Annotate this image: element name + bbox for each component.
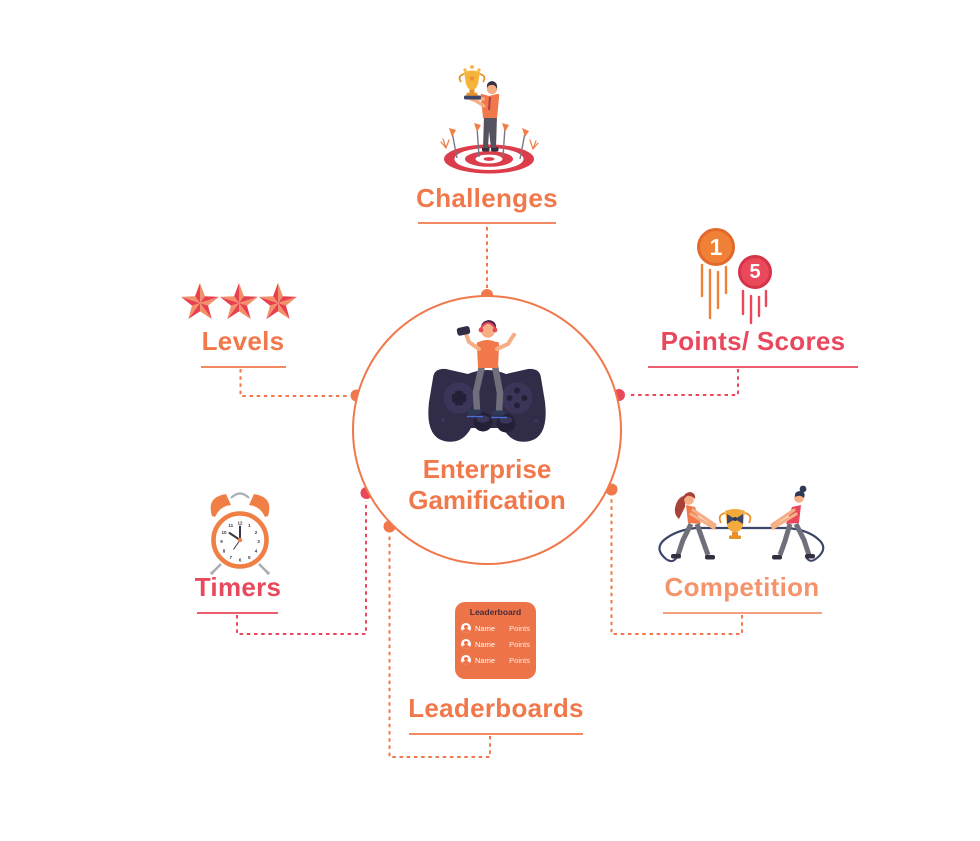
label-challenges: Challenges	[416, 183, 558, 213]
leaderboard-card-title: Leaderboard	[469, 607, 522, 617]
clock-number: 7	[230, 555, 233, 560]
leaderboard-row-name: Name	[475, 639, 496, 649]
clock-number: 2	[255, 530, 258, 535]
clock-number: 10	[221, 530, 227, 535]
star-icon	[219, 283, 259, 320]
clock-number: 3	[257, 539, 260, 544]
leaderboard-row-points: Points	[509, 655, 530, 665]
clock-number: 8	[223, 549, 226, 554]
point-badge-5: 5	[738, 255, 772, 289]
connector-levels	[201, 366, 363, 402]
competition-trophy-icon	[718, 509, 752, 539]
gamer-person	[456, 320, 517, 419]
label-levels: Levels	[201, 326, 285, 356]
sprigs	[440, 138, 539, 150]
clock-number: 12	[237, 521, 243, 526]
star-icon	[258, 283, 298, 320]
levels-stars	[180, 283, 298, 320]
competition-person-right	[770, 485, 815, 560]
leaderboard-row: Name Points	[461, 636, 530, 652]
target-icon	[444, 144, 534, 174]
competition-person-left	[671, 492, 717, 560]
clock-number: 6	[239, 558, 242, 563]
label-points-scores: Points/ Scores	[660, 326, 846, 356]
arrow-fletchings	[449, 123, 529, 137]
hub-title: Enterprise Gamification	[337, 454, 637, 516]
leaderboard-row-name: Name	[475, 623, 496, 633]
clock-number: 9	[220, 539, 223, 544]
handheld-controller-icon	[456, 326, 471, 336]
connector-leaderboards	[383, 520, 583, 758]
clock-number: 5	[248, 555, 251, 560]
label-timers: Timers	[194, 572, 282, 602]
clock-number: 1	[248, 523, 251, 528]
point-badge-5-value: 5	[749, 260, 761, 283]
connector-points-scores	[613, 366, 858, 401]
star-icon	[180, 283, 220, 320]
leaderboard-card: Leaderboard Name Points Name Points Name…	[455, 602, 536, 679]
gamepad-icon	[428, 368, 546, 442]
rope	[658, 526, 825, 560]
label-leaderboards: Leaderboards	[408, 693, 584, 723]
clock-number: 4	[255, 549, 258, 554]
clock-icon: 12 1 2 3 4 5 6 7 8 9 10 11	[210, 492, 270, 575]
point-badge-1-value: 1	[709, 233, 723, 260]
avatar-icon	[461, 639, 471, 649]
point-badge-1: 1	[697, 228, 735, 266]
clock-number: 11	[228, 523, 233, 528]
competition-illustration	[658, 485, 825, 563]
leaderboard-row-points: Points	[509, 623, 530, 633]
leaderboard-row: Name Points	[461, 620, 530, 636]
arrows	[451, 126, 526, 160]
avatar-icon	[461, 655, 471, 665]
leaderboard-row-points: Points	[509, 639, 530, 649]
hub-title-line1: Enterprise	[422, 454, 552, 484]
connector-challenges	[418, 222, 556, 301]
hub-title-line2: Gamification	[408, 485, 566, 515]
label-competition: Competition	[664, 572, 820, 602]
challenges-person	[467, 81, 500, 152]
leaderboard-row: Name Points	[461, 652, 530, 668]
trophy-icon	[458, 65, 486, 100]
challenges-illustration	[440, 65, 539, 174]
trophy-star-icon	[468, 75, 476, 82]
headphones-icon	[480, 322, 496, 329]
avatar-icon	[461, 623, 471, 633]
leaderboard-row-name: Name	[475, 655, 496, 665]
points-trails	[700, 263, 768, 325]
